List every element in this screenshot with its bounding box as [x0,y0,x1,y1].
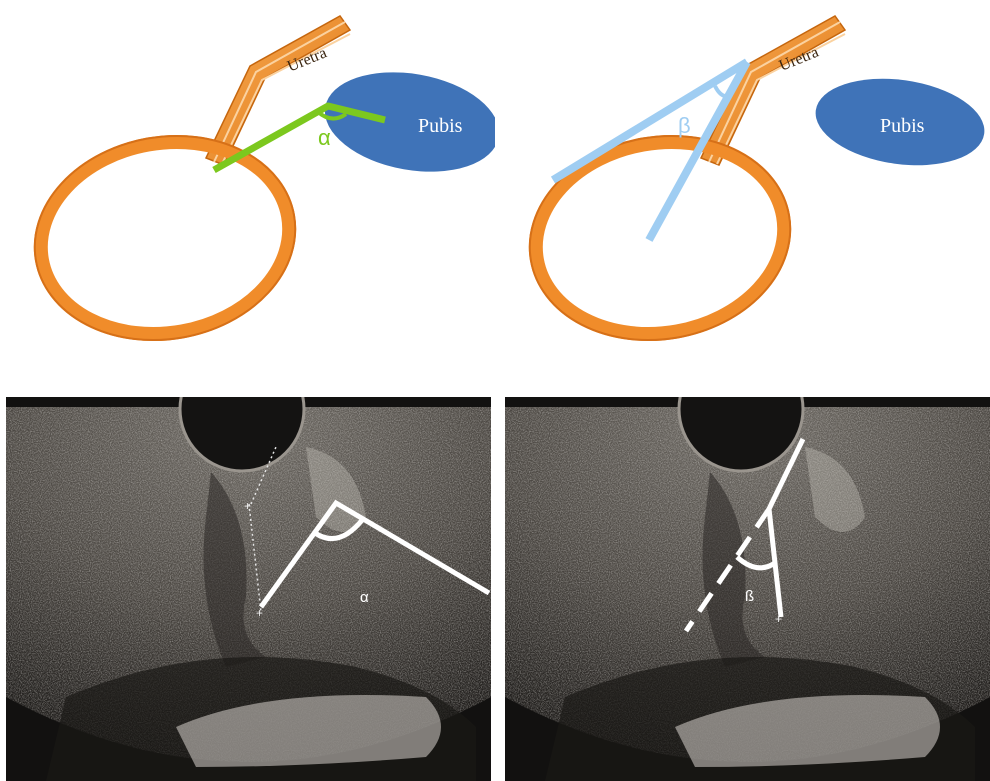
pubis-shape [317,59,495,184]
pubis-label: Pubis [880,115,925,137]
alpha-diagram-svg: Pubis Uretra α [0,0,495,380]
ultrasound-alpha-image: + + α [6,397,491,781]
urethra-tube [701,16,845,165]
alpha-symbol: α [360,589,369,606]
beta-diagram-svg: Pubis Uretra β [495,0,990,380]
beta-symbol: ß [745,588,754,605]
bladder-highlight [18,116,311,360]
caliper-marker: + [775,612,782,626]
ultrasound-beta-svg: + ß [505,397,990,781]
pubis-label: Pubis [418,115,463,137]
caliper-marker: + [256,606,263,620]
beta-symbol: β [678,113,691,138]
bladder-shape [520,123,799,354]
beta-angle-diagram: Pubis Uretra β [495,0,990,380]
ultrasound-beta-image: + ß [505,397,990,781]
alpha-symbol: α [318,125,331,150]
alpha-angle-diagram: Pubis Uretra α [0,0,495,380]
bladder-highlight [513,116,806,360]
ultrasound-alpha-svg: + + α [6,397,491,781]
caliper-marker: + [244,499,251,513]
bladder-shape [25,123,304,354]
